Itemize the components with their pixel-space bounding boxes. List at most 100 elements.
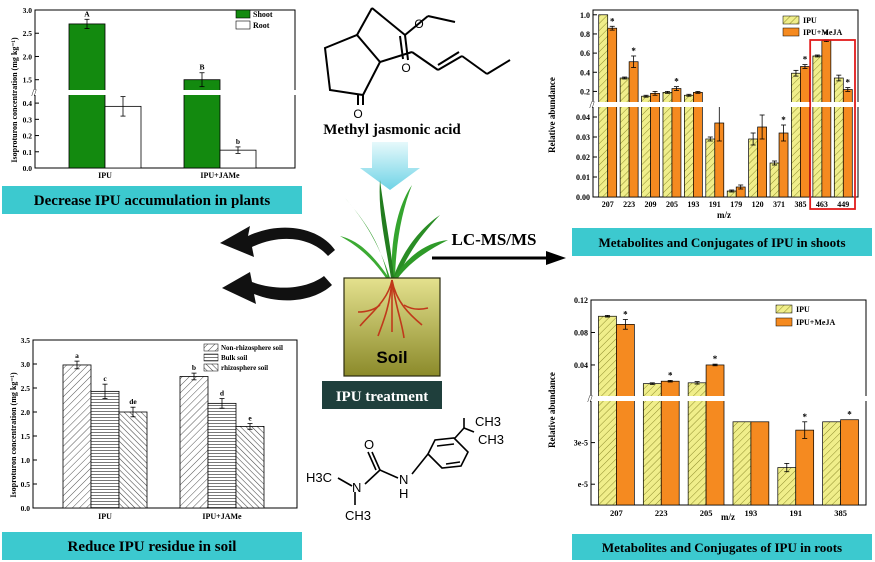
mja-o-carbonyl: O xyxy=(401,61,410,75)
shoot-chart-xlabel: m/z xyxy=(717,210,731,220)
legend-rhizosphere: rhizosphere soil xyxy=(221,364,268,372)
isoproturon-structure xyxy=(337,418,475,505)
shoot-sig-star: * xyxy=(631,46,636,56)
shoot-xtick-label: 193 xyxy=(687,200,699,209)
soil-plot-frame xyxy=(32,339,298,509)
shoot-break-mark: // xyxy=(589,100,595,110)
soil-ytick-label: 0.0 xyxy=(21,504,31,513)
shoot-xtick-label: 449 xyxy=(837,200,849,209)
shoot-xtick-label: 120 xyxy=(752,200,764,209)
mja-o-ketone: O xyxy=(353,107,362,121)
legend-shoot: Shoot xyxy=(253,10,273,19)
shoot-chart-ylabel: Relative abundance xyxy=(547,77,557,153)
root-bar-ipu xyxy=(822,421,841,506)
lcms-label: LC-MS/MS xyxy=(452,230,537,249)
mja-o-ester: O xyxy=(414,17,423,31)
soil-sig-letter: c xyxy=(103,374,107,383)
caption-box-bottom-left xyxy=(2,532,302,560)
soil-bar xyxy=(90,390,120,509)
plant-ytick-label: 2.0 xyxy=(23,52,33,61)
soil-ytick-label: 2.5 xyxy=(21,384,31,393)
shoot-highlight-box xyxy=(809,39,856,210)
plant-chart-ylabel: Isoproturon concentration (mg kg⁻¹) xyxy=(10,37,19,163)
shoot-ytick-label: 0.8 xyxy=(580,30,590,39)
soil-ytick-label: 3.0 xyxy=(21,360,31,369)
soil-chart-legend: Non-rhizosphere soil Bulk soil rhizosphe… xyxy=(203,343,283,372)
ipu-ch3-bottom: CH3 xyxy=(345,508,371,523)
shoot-xtick-label: 207 xyxy=(602,200,614,209)
caption-box-top-left xyxy=(2,186,302,214)
shoot-bar-meja xyxy=(800,66,810,198)
shoot-xtick-label: 179 xyxy=(730,200,742,209)
shoot-xtick-label: 463 xyxy=(816,200,828,209)
legend-meja-root: IPU+MeJA xyxy=(796,318,835,327)
shoot-bar-meja xyxy=(628,61,639,198)
ipu-n-left: N xyxy=(352,480,361,495)
soil-ytick-label: 3.5 xyxy=(21,336,31,345)
lcms-arrow-icon xyxy=(546,251,566,265)
shoot-bar-meja xyxy=(650,92,660,198)
caption-box-top-right xyxy=(572,228,872,256)
soil-ytick-label: 1.5 xyxy=(21,432,31,441)
shoot-xtick-label: 223 xyxy=(623,200,635,209)
plant-bar-shoot xyxy=(68,23,106,169)
shoot-sig-star: * xyxy=(824,30,829,40)
shoot-bar-ipu xyxy=(684,94,694,198)
plant-chart-legend: Shoot Root xyxy=(235,9,273,30)
shoot-sig-star: * xyxy=(846,78,851,88)
shoot-sig-star: * xyxy=(610,16,615,26)
soil-sig-letter: a xyxy=(75,351,79,360)
legend-ipu-root: IPU xyxy=(796,305,810,314)
root-ytick-label: e-5 xyxy=(578,480,588,489)
root-xtick-label: 207 xyxy=(610,508,624,518)
root-chart-bars: *****// xyxy=(587,309,869,506)
shoot-xtick-label: 205 xyxy=(666,200,678,209)
plant-bar-root xyxy=(104,105,142,169)
root-bar-ipu xyxy=(732,421,752,506)
soil-sig-letter: de xyxy=(129,397,137,406)
soil-bar xyxy=(179,376,209,509)
soil-ytick-label: 0.5 xyxy=(21,480,31,489)
shoot-bar-ipu xyxy=(641,95,651,198)
ipu-h: H xyxy=(399,486,408,501)
shoot-bar-meja xyxy=(778,132,789,198)
root-bar-meja xyxy=(840,419,859,506)
root-axis-break xyxy=(588,396,869,401)
root-bar-meja xyxy=(750,421,770,506)
root-sig-star: * xyxy=(668,370,673,380)
shoot-bar-meja xyxy=(607,27,618,198)
root-sig-star: * xyxy=(802,412,807,422)
soil-label: Soil xyxy=(376,348,407,367)
root-xtick-label: 191 xyxy=(789,508,802,518)
caption-bottom-right: Metabolites and Conjugates of IPU in roo… xyxy=(602,540,842,555)
soil-bar xyxy=(118,411,148,509)
shoot-ytick-label: 1.0 xyxy=(580,11,590,20)
root-bar-meja xyxy=(705,364,725,506)
shoot-bar-ipu xyxy=(812,55,823,198)
root-ytick-label: 0.04 xyxy=(574,361,588,370)
shoot-sig-star: * xyxy=(674,77,679,87)
soil-bar xyxy=(62,364,92,509)
root-plot-frame xyxy=(590,299,867,506)
shoot-ytick-label: 0.00 xyxy=(576,193,590,202)
plant-ytick-label: 0.1 xyxy=(23,148,33,157)
legend-root: Root xyxy=(253,21,270,30)
ipu-n-right: N xyxy=(399,472,408,487)
root-xtick-label: 193 xyxy=(745,508,758,518)
shoot-bar-ipu xyxy=(769,162,780,198)
shoot-bar-meja xyxy=(693,92,703,198)
shoot-ytick-label: 0.2 xyxy=(580,87,590,96)
root-xtick-label: 205 xyxy=(700,508,713,518)
shoot-chart-bars: *******// xyxy=(589,14,861,210)
root-break-mark: // xyxy=(587,394,593,404)
plant-ytick-label: 2.5 xyxy=(23,29,33,38)
plant-xtick-label: IPU+JAMe xyxy=(200,171,240,180)
